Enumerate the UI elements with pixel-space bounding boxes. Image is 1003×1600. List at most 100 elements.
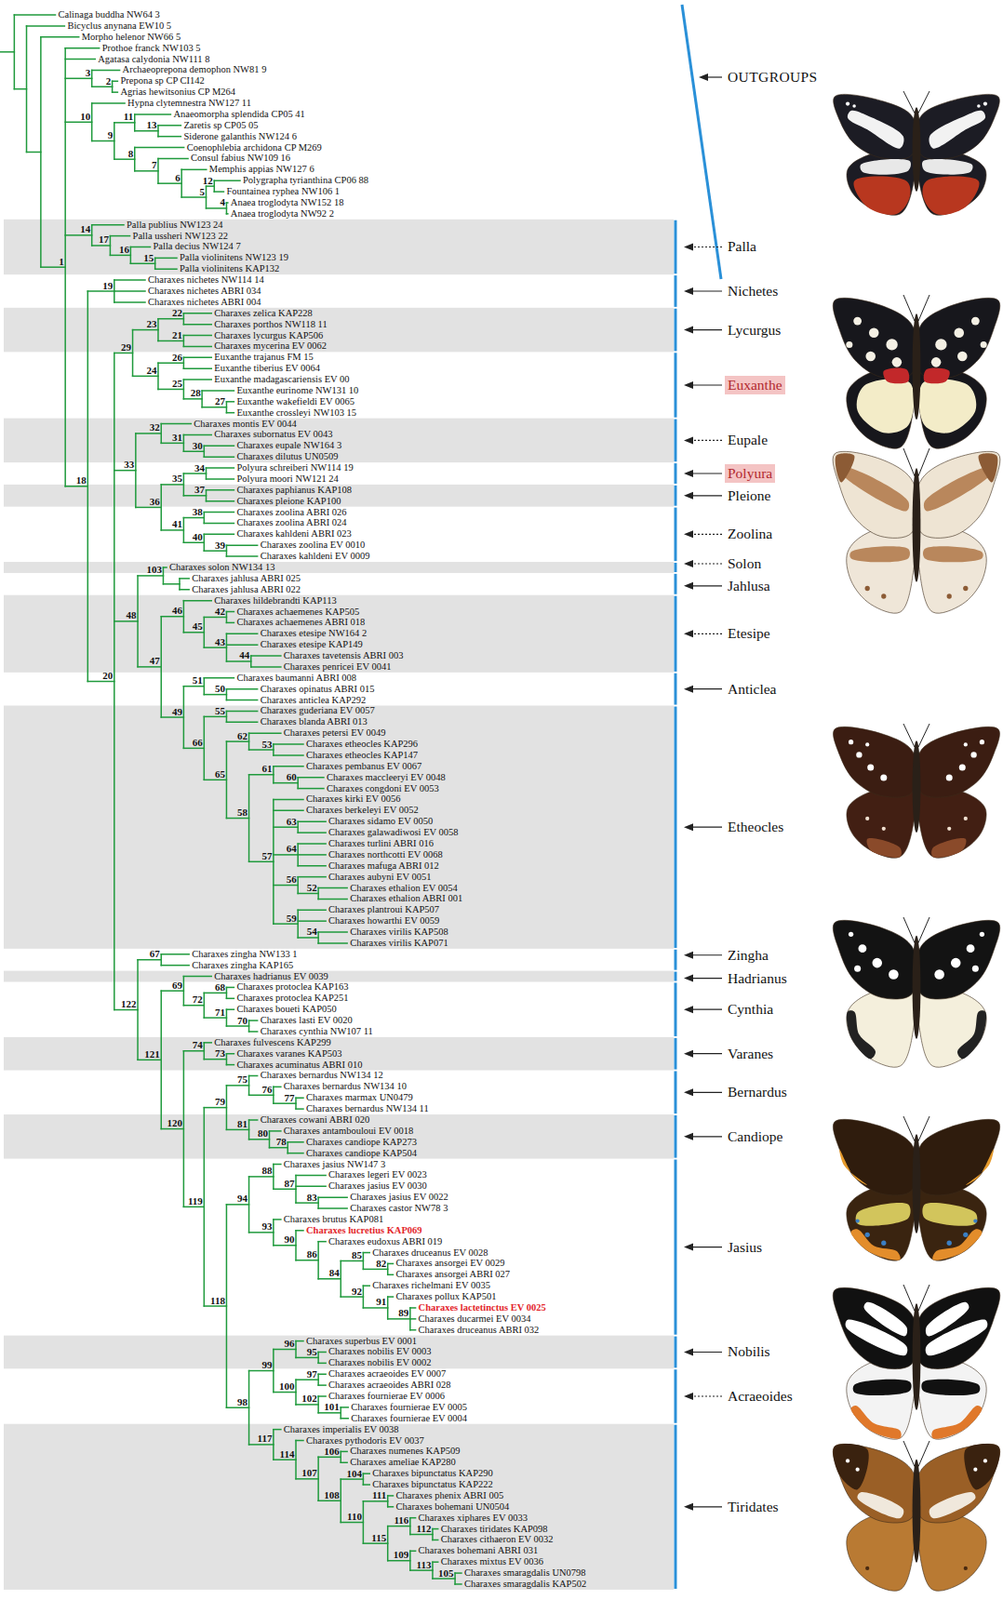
clade-arrow	[690, 633, 723, 635]
tree-branch	[157, 125, 160, 137]
taxon-name: Charaxes jahlusa ABRI 022	[191, 584, 301, 596]
node-number: 1	[58, 256, 65, 268]
clade-bar	[674, 596, 678, 672]
clade-arrow	[690, 1395, 723, 1397]
wing-spot	[963, 1566, 968, 1571]
taxon-name: Charaxes bipunctatus KAP222	[372, 1479, 493, 1491]
node-number: 74	[192, 1040, 203, 1051]
butterfly-body	[912, 1459, 922, 1564]
clade-arrow	[690, 827, 723, 829]
tree-branch	[269, 1130, 281, 1133]
taxon-name: Charaxes bipunctatus KAP290	[372, 1468, 493, 1480]
node-number: 28	[190, 387, 201, 399]
wing-spot	[885, 338, 897, 350]
tree-branch	[226, 710, 257, 713]
wing-spot	[858, 944, 868, 953]
node-number: 76	[261, 1084, 272, 1096]
tree-branch	[183, 379, 186, 400]
node-number: 116	[393, 1515, 409, 1526]
node-number: 21	[172, 330, 183, 341]
clade-bar	[674, 949, 678, 971]
clade-name: Pleione	[727, 487, 772, 505]
arrow-head	[698, 73, 709, 81]
tree-branch	[226, 710, 228, 723]
tree-branch	[203, 992, 206, 1018]
taxon-name: Charaxes sidamo EV 0050	[328, 815, 433, 828]
node-number: 101	[323, 1402, 340, 1413]
tree-branch	[317, 1351, 320, 1364]
tree-branch	[203, 1108, 206, 1307]
tree-branch	[113, 352, 116, 1010]
wing-spot	[855, 751, 862, 758]
tree-branch	[87, 291, 90, 682]
tree-branch	[297, 831, 326, 834]
wing-pattern	[965, 1150, 994, 1187]
tree-branch	[13, 88, 27, 91]
wing-pattern	[846, 1010, 876, 1059]
taxon-name: Charaxes lycurgus KAP506	[213, 330, 323, 342]
clade-markers	[675, 4, 723, 1590]
tree-branch	[183, 313, 186, 325]
tree-branch	[213, 179, 241, 182]
node-number: 105	[438, 1568, 455, 1579]
node-number: 53	[261, 739, 272, 750]
clade-arrow	[690, 534, 723, 535]
node-number: 15	[143, 253, 154, 264]
tree-branch	[26, 151, 41, 154]
tree-branch	[92, 102, 125, 105]
clade-band	[3, 706, 674, 950]
node-number: 11	[123, 111, 134, 122]
node-number: 64	[286, 843, 297, 855]
tree-branch	[226, 401, 228, 414]
butterfly-photos	[832, 91, 1001, 1592]
taxon-name: Charaxes etesipe KAP149	[260, 639, 363, 651]
tree-branch	[157, 319, 160, 342]
tree-branch	[112, 80, 119, 83]
node-number: 62	[237, 731, 248, 742]
node-number: 95	[307, 1347, 318, 1358]
tree-branch	[136, 960, 139, 1061]
node-number: 99	[261, 1360, 272, 1371]
tree-branch	[248, 1020, 251, 1032]
taxon-name: Charaxes nobilis EV 0002	[328, 1357, 431, 1369]
tree-branch	[226, 611, 234, 614]
arrow-head	[683, 1243, 694, 1252]
taxon-name: Agatasa calydonia NW111 8	[97, 53, 210, 66]
tree-branch	[183, 357, 186, 369]
tree-branch	[183, 357, 212, 360]
forewing	[833, 93, 918, 160]
wing-spot	[963, 742, 968, 747]
taxon-name: Charaxes lucretius KAP069	[306, 1225, 423, 1237]
taxon-name: Charaxes kirki EV 0056	[306, 793, 402, 805]
taxon-name: Charaxes acraeoides EV 0007	[328, 1368, 446, 1380]
tree-branch	[206, 489, 235, 492]
tree-branch	[133, 114, 136, 132]
clade-bar	[674, 574, 678, 595]
taxon-name: Charaxes candiope KAP273	[306, 1136, 417, 1149]
clade-name: Zoolina	[727, 525, 773, 543]
clade-name: Nichetes	[727, 282, 778, 300]
taxon-name: Archaeoprepona demophon NW81 9	[122, 64, 268, 76]
taxon-name: Prepona sp CP CI142	[120, 75, 204, 87]
tree-branch	[183, 323, 212, 326]
butterfly-body	[912, 313, 922, 420]
taxon-name: Charaxes zelica KAP228	[213, 307, 313, 320]
node-number: 10	[80, 111, 91, 122]
tree-branch	[203, 455, 234, 458]
tree-branch	[203, 677, 234, 680]
tree-branch	[183, 378, 212, 381]
clade-bar	[674, 706, 678, 948]
wing-pattern	[849, 546, 910, 562]
tree-branches	[0, 14, 462, 1585]
taxon-name: Palla decius NW124 7	[152, 240, 241, 253]
clade-bar	[674, 1369, 678, 1424]
wing-pattern	[882, 367, 910, 384]
taxon-name: Charaxes antambouloui EV 0018	[283, 1125, 415, 1137]
wing-spot	[963, 816, 968, 821]
clade-name: Polyura	[727, 465, 773, 482]
butterfly-body	[912, 1134, 922, 1234]
node-number: 56	[286, 874, 297, 885]
tree-branch	[297, 876, 326, 879]
tree-branch	[454, 1573, 456, 1585]
node-number: 36	[149, 496, 161, 508]
